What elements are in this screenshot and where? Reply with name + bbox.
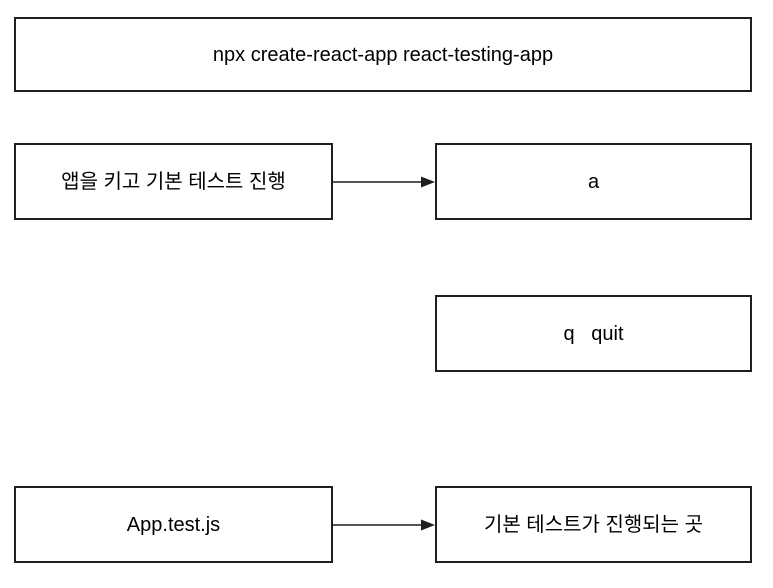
node-key-a: a — [435, 143, 752, 220]
arrow-right-icon — [333, 519, 435, 531]
node-basic-test-place-label: 기본 테스트가 진행되는 곳 — [483, 513, 704, 536]
node-npx-command: npx create-react-app react-testing-app — [14, 17, 752, 92]
node-key-q-quit: q quit — [435, 295, 752, 372]
node-key-a-label: a — [587, 170, 600, 193]
node-app-test-js-label: App.test.js — [126, 513, 221, 536]
node-start-app-basic-test: 앱을 키고 기본 테스트 진행 — [14, 143, 333, 220]
node-basic-test-place: 기본 테스트가 진행되는 곳 — [435, 486, 752, 563]
node-app-test-js: App.test.js — [14, 486, 333, 563]
node-start-app-basic-test-label: 앱을 키고 기본 테스트 진행 — [61, 170, 286, 193]
node-npx-command-label: npx create-react-app react-testing-app — [212, 43, 554, 66]
arrow-right-icon — [333, 176, 435, 188]
node-key-q-quit-label: q quit — [563, 322, 624, 345]
